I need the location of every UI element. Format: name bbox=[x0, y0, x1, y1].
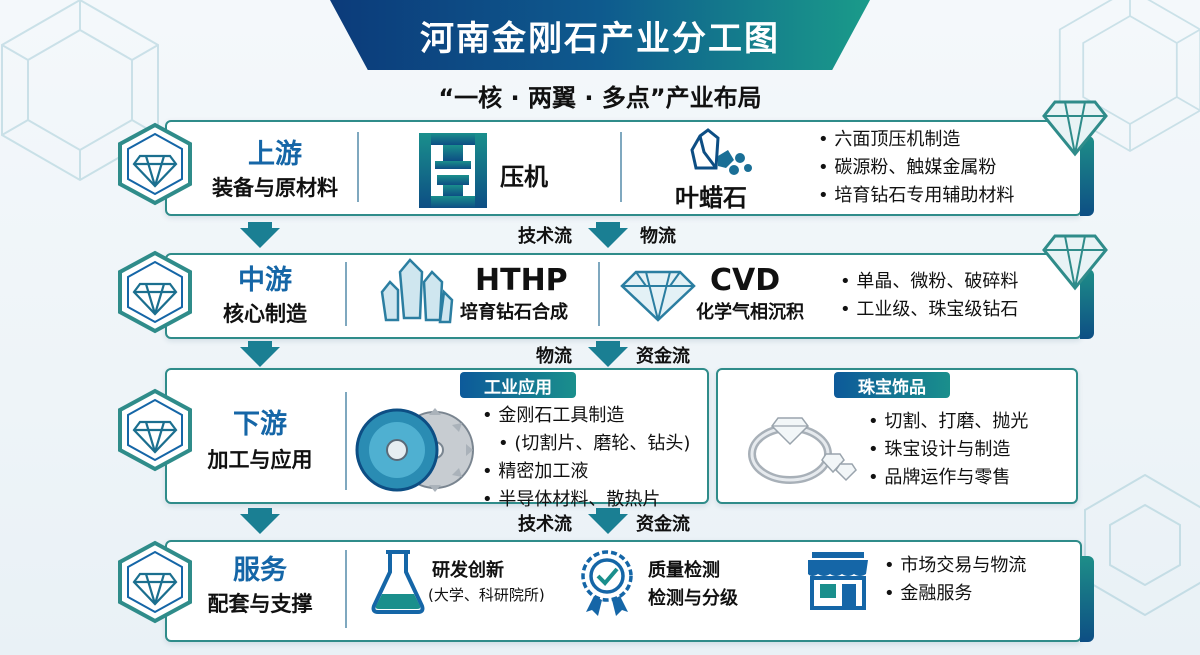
background-gem-left-icon bbox=[1, 0, 159, 182]
down-arrow-icon bbox=[588, 508, 628, 534]
diamond-hex-badge-icon bbox=[118, 388, 192, 472]
quality-badge-icon bbox=[581, 550, 633, 616]
cvd-subtitle: 化学气相沉积 bbox=[696, 302, 804, 323]
upstream-bullets: 六面顶压机制造 碳源粉、触媒金属粉 培育钻石专用辅助材料 bbox=[818, 126, 1014, 210]
divider bbox=[620, 132, 622, 202]
divider bbox=[345, 262, 347, 326]
list-item: 单晶、微粉、破碎料 bbox=[840, 268, 1018, 296]
storefront-icon bbox=[808, 552, 868, 610]
divider bbox=[345, 550, 347, 628]
diamond-ring-icon bbox=[748, 417, 857, 484]
industrial-bullets: 金刚石工具制造 (切割片、磨轮、钻头) 精密加工液 半导体材料、散热片 bbox=[482, 402, 690, 514]
rd-title: 研发创新 bbox=[432, 560, 504, 581]
services-bullets: 市场交易与物流 金融服务 bbox=[884, 552, 1026, 608]
flow-label: 技术流 bbox=[518, 514, 572, 535]
divider bbox=[598, 262, 600, 326]
upstream-title: 上游 bbox=[248, 139, 302, 170]
downstream-title: 下游 bbox=[233, 409, 287, 440]
list-item: 工业级、珠宝级钻石 bbox=[840, 296, 1018, 324]
pyrophyllite-stone-icon bbox=[690, 128, 752, 175]
list-item: 精密加工液 bbox=[482, 458, 690, 486]
panel-accent bbox=[1080, 269, 1094, 339]
diamond-outline-icon bbox=[620, 270, 696, 322]
down-arrow-icon bbox=[240, 222, 280, 248]
list-item: 品牌运作与零售 bbox=[868, 464, 1028, 492]
background-gem-bottom-right-icon bbox=[1084, 473, 1200, 617]
press-machine-icon bbox=[419, 133, 487, 208]
down-arrow-icon bbox=[588, 341, 628, 367]
flow-label: 资金流 bbox=[636, 514, 690, 535]
down-arrow-icon bbox=[588, 222, 628, 248]
services-subtitle: 配套与支撑 bbox=[207, 592, 313, 616]
flow-label: 技术流 bbox=[518, 226, 572, 247]
list-item: 碳源粉、触媒金属粉 bbox=[818, 154, 1014, 182]
cutting-disc-icon bbox=[355, 408, 474, 492]
down-arrow-icon bbox=[240, 341, 280, 367]
down-arrow-icon bbox=[240, 508, 280, 534]
panel-accent bbox=[1080, 136, 1094, 216]
list-item: 六面顶压机制造 bbox=[818, 126, 1014, 154]
list-item-note: (切割片、磨轮、钻头) bbox=[482, 430, 690, 458]
hthp-title: HTHP bbox=[475, 263, 568, 298]
hthp-subtitle: 培育钻石合成 bbox=[460, 302, 568, 323]
crystal-cluster-icon bbox=[380, 258, 454, 324]
downstream-subtitle: 加工与应用 bbox=[207, 448, 313, 472]
list-item: 切割、打磨、抛光 bbox=[868, 408, 1028, 436]
pyrophyllite-label: 叶蜡石 bbox=[675, 184, 747, 212]
page-title: 河南金刚石产业分工图 bbox=[330, 0, 870, 70]
cvd-title: CVD bbox=[710, 263, 781, 298]
rd-note: (大学、科研院所) bbox=[428, 586, 545, 604]
qc-title: 质量检测 bbox=[648, 560, 720, 581]
diamond-hex-badge-icon bbox=[118, 540, 192, 624]
flow-label: 物流 bbox=[640, 226, 676, 247]
diamond-hex-badge-icon bbox=[118, 250, 192, 334]
list-item: 培育钻石专用辅助材料 bbox=[818, 182, 1014, 210]
midstream-subtitle: 核心制造 bbox=[223, 302, 307, 326]
divider bbox=[357, 132, 359, 202]
page-subtitle: “一核 · 两翼 · 多点”产业布局 bbox=[438, 84, 762, 112]
divider bbox=[345, 392, 347, 490]
panel-accent bbox=[1080, 556, 1094, 642]
list-item: 珠宝设计与制造 bbox=[868, 436, 1028, 464]
press-label: 压机 bbox=[500, 163, 548, 191]
list-item: 半导体材料、散热片 bbox=[482, 486, 690, 514]
midstream-bullets: 单晶、微粉、破碎料 工业级、珠宝级钻石 bbox=[840, 268, 1018, 324]
list-item: 市场交易与物流 bbox=[884, 552, 1026, 580]
flow-label: 物流 bbox=[536, 346, 572, 367]
background-gem-right-icon bbox=[1058, 0, 1200, 153]
midstream-title: 中游 bbox=[238, 265, 292, 296]
list-item: 金刚石工具制造 bbox=[482, 402, 690, 430]
diamond-outline-icon bbox=[1042, 100, 1108, 157]
lab-flask-icon bbox=[371, 550, 425, 614]
industrial-tag: 工业应用 bbox=[460, 372, 576, 398]
diamond-hex-badge-icon bbox=[118, 122, 192, 206]
jewelry-bullets: 切割、打磨、抛光 珠宝设计与制造 品牌运作与零售 bbox=[868, 408, 1028, 492]
services-title: 服务 bbox=[233, 555, 287, 586]
upstream-subtitle: 装备与原材料 bbox=[212, 176, 338, 200]
qc-subtitle: 检测与分级 bbox=[648, 588, 738, 609]
list-item: 金融服务 bbox=[884, 580, 1026, 608]
flow-label: 资金流 bbox=[636, 346, 690, 367]
diamond-outline-icon bbox=[1042, 234, 1108, 291]
jewelry-tag: 珠宝饰品 bbox=[834, 372, 950, 398]
